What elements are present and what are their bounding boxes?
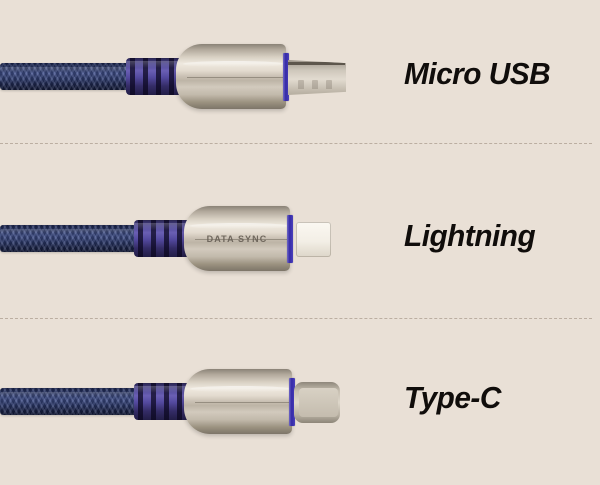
barrel-seam bbox=[194, 401, 292, 403]
row-divider bbox=[0, 318, 592, 319]
barrel-sheen bbox=[182, 60, 284, 67]
braided-cable bbox=[0, 225, 140, 252]
barrel-seam bbox=[187, 76, 286, 78]
type-c-tip-inner bbox=[298, 387, 339, 418]
tip-lip bbox=[288, 61, 345, 65]
tip-contact-notch bbox=[312, 80, 318, 89]
cable-row-type-c: Type-C bbox=[0, 325, 600, 485]
braided-cable bbox=[0, 63, 132, 90]
connector-label-lightning: Lightning bbox=[404, 218, 536, 253]
metal-barrel bbox=[184, 369, 292, 434]
barrel-sheen bbox=[190, 222, 288, 229]
collar-ring bbox=[283, 53, 289, 101]
metal-barrel: DATA SYNC bbox=[184, 206, 290, 271]
barrel-label: DATA SYNC bbox=[206, 233, 268, 244]
boot-gloss bbox=[134, 386, 194, 393]
cable-row-micro-usb: Micro USB bbox=[0, 0, 600, 160]
barrel-sheen bbox=[190, 385, 290, 392]
barrel-seam bbox=[194, 238, 290, 240]
type-c-tip bbox=[294, 382, 340, 423]
tip-contact-notch bbox=[326, 80, 332, 89]
boot-gloss bbox=[126, 61, 186, 68]
connector-label-type-c: Type-C bbox=[404, 380, 501, 415]
tip-contact-notch bbox=[298, 80, 304, 89]
collar-ring bbox=[289, 378, 295, 426]
collar-ring bbox=[287, 215, 293, 263]
cable-row-lightning: DATA SYNC Lightning bbox=[0, 160, 600, 320]
braided-cable bbox=[0, 388, 140, 415]
connector-label-micro-usb: Micro USB bbox=[404, 56, 551, 91]
metal-barrel bbox=[176, 44, 286, 109]
lightning-tip bbox=[296, 222, 331, 257]
row-divider bbox=[0, 143, 592, 144]
boot-gloss bbox=[134, 223, 194, 230]
micro-usb-tip bbox=[288, 60, 346, 95]
